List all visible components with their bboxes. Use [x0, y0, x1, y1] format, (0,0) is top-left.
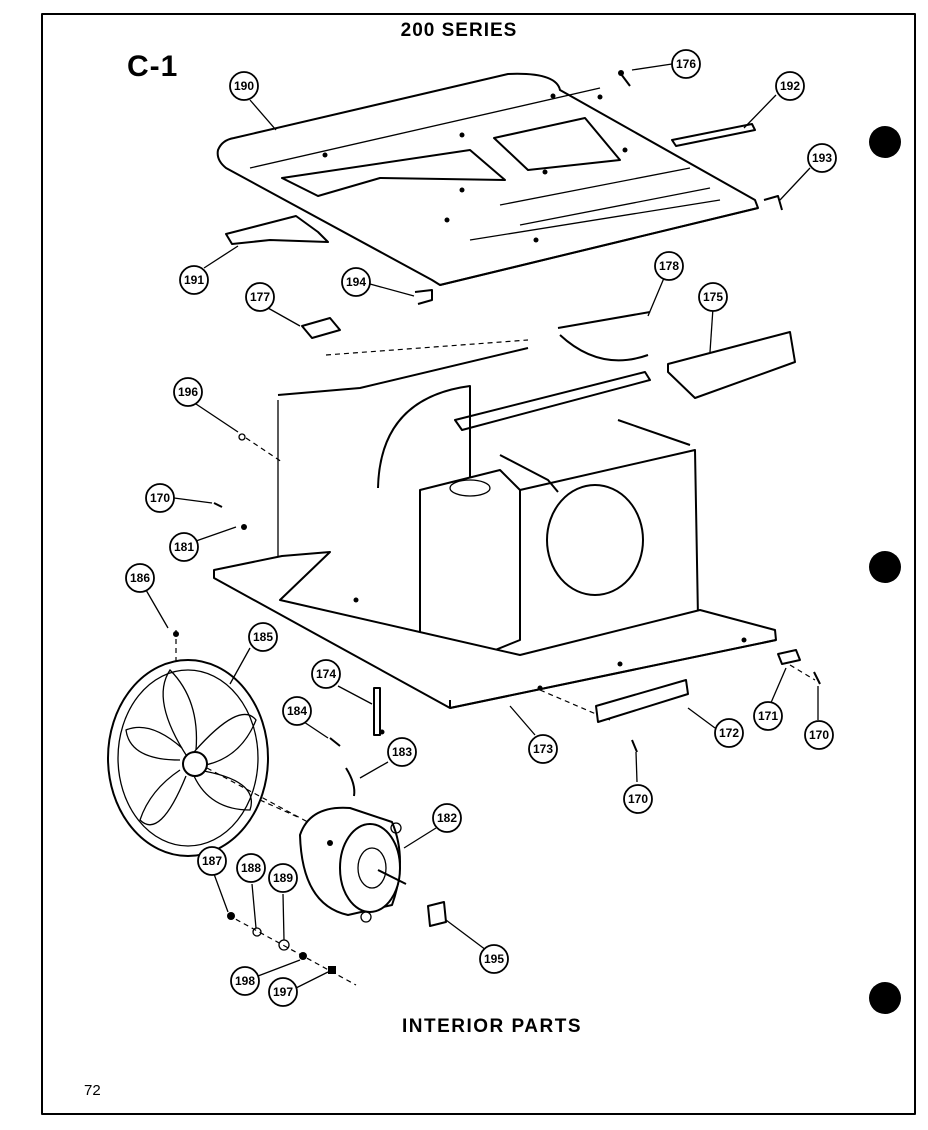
top-cover-panel: [216, 72, 759, 286]
svg-text:170: 170: [628, 792, 648, 806]
svg-text:173: 173: [533, 742, 553, 756]
svg-text:191: 191: [184, 273, 204, 287]
svg-text:181: 181: [174, 540, 194, 554]
page-number: 72: [84, 1082, 101, 1099]
spring-clip: [329, 737, 341, 747]
svg-text:188: 188: [241, 861, 261, 875]
divider-panel: [667, 331, 796, 399]
svg-text:186: 186: [130, 571, 150, 585]
leader-lines: [145, 63, 819, 989]
callout-190: 190: [229, 71, 259, 101]
callout-197: 197: [268, 977, 298, 1007]
hex-nut-part: [299, 952, 307, 960]
svg-text:172: 172: [719, 726, 739, 740]
callout-194: 194: [341, 267, 371, 297]
callout-191: 191: [179, 265, 209, 295]
callout-195: 195: [479, 944, 509, 974]
diagram-caption: INTERIOR PARTS: [401, 1016, 583, 1037]
callout-175: 175: [698, 282, 728, 312]
callout-178: 178: [654, 251, 684, 281]
mounting-strap: [373, 687, 381, 736]
svg-text:176: 176: [676, 57, 696, 71]
fan-blade: [107, 659, 269, 857]
screw-part: [618, 70, 631, 87]
callout-187: 187: [197, 846, 227, 876]
base-pan: [213, 551, 777, 735]
svg-text:184: 184: [287, 704, 307, 718]
svg-text:170: 170: [150, 491, 170, 505]
lock-washer-part: [252, 927, 262, 937]
upper-shroud: [559, 334, 649, 362]
callout-192: 192: [775, 71, 805, 101]
upper-rail: [557, 311, 651, 329]
svg-text:174: 174: [316, 667, 336, 681]
callout-185: 185: [248, 622, 278, 652]
svg-text:183: 183: [392, 745, 412, 759]
svg-text:182: 182: [437, 811, 457, 825]
plug-part: [173, 631, 179, 637]
svg-text:193: 193: [812, 151, 832, 165]
svg-text:194: 194: [346, 275, 366, 289]
callout-174: 174: [311, 659, 341, 689]
svg-text:177: 177: [250, 290, 270, 304]
callout-196: 196: [173, 377, 203, 407]
page-border: [41, 13, 916, 1115]
svg-text:190: 190: [234, 79, 254, 93]
svg-text:198: 198: [235, 974, 255, 988]
svg-text:189: 189: [273, 871, 293, 885]
callout-193: 193: [807, 143, 837, 173]
callout-184: 184: [282, 696, 312, 726]
callout-170-left: 170: [145, 483, 175, 513]
svg-text:195: 195: [484, 952, 504, 966]
svg-text:171: 171: [758, 709, 778, 723]
svg-text:175: 175: [703, 290, 723, 304]
side-filler-panel: [225, 215, 329, 245]
callout-183: 183: [387, 737, 417, 767]
callout-170-right: 170: [804, 720, 834, 750]
callout-182: 182: [432, 803, 462, 833]
callout-189: 189: [268, 863, 298, 893]
svg-text:187: 187: [202, 854, 222, 868]
svg-text:170: 170: [809, 728, 829, 742]
mounting-strip: [671, 123, 756, 147]
screw-part-lower: [631, 739, 638, 753]
callout-177: 177: [245, 282, 275, 312]
motor-bracket: [427, 901, 447, 927]
retaining-clip: [414, 289, 433, 305]
nut-part: [227, 912, 235, 920]
callout-176: 176: [671, 49, 701, 79]
callout-198: 198: [230, 966, 260, 996]
side-clip: [777, 649, 801, 665]
punch-hole-bottom: [869, 982, 901, 1014]
punch-hole-middle: [869, 551, 901, 583]
svg-text:197: 197: [273, 985, 293, 999]
section-code: C-1: [127, 50, 179, 83]
svg-text:178: 178: [659, 259, 679, 273]
foam-pad: [301, 317, 341, 339]
small-bracket: [763, 195, 783, 211]
washer-part: [241, 524, 247, 530]
punch-hole-top: [869, 126, 901, 158]
blower-housing: [277, 347, 699, 666]
svg-text:196: 196: [178, 385, 198, 399]
set-screw-part: [328, 966, 336, 974]
callout-173: 173: [528, 734, 558, 764]
callout-172: 172: [714, 718, 744, 748]
callout-188: 188: [236, 853, 266, 883]
callout-186: 186: [125, 563, 155, 593]
motor-mount-arm: [345, 767, 356, 797]
svg-text:185: 185: [253, 630, 273, 644]
callout-181: 181: [169, 532, 199, 562]
svg-text:192: 192: [780, 79, 800, 93]
series-title: 200 SERIES: [400, 20, 518, 41]
screw-part-left: [213, 502, 223, 508]
screw-part-right: [813, 671, 821, 685]
angle-bracket: [595, 679, 689, 723]
callout-171: 171: [753, 701, 783, 731]
callout-170-bottom: 170: [623, 784, 653, 814]
blower-motor: [299, 806, 407, 923]
grommet-part: [238, 433, 246, 441]
